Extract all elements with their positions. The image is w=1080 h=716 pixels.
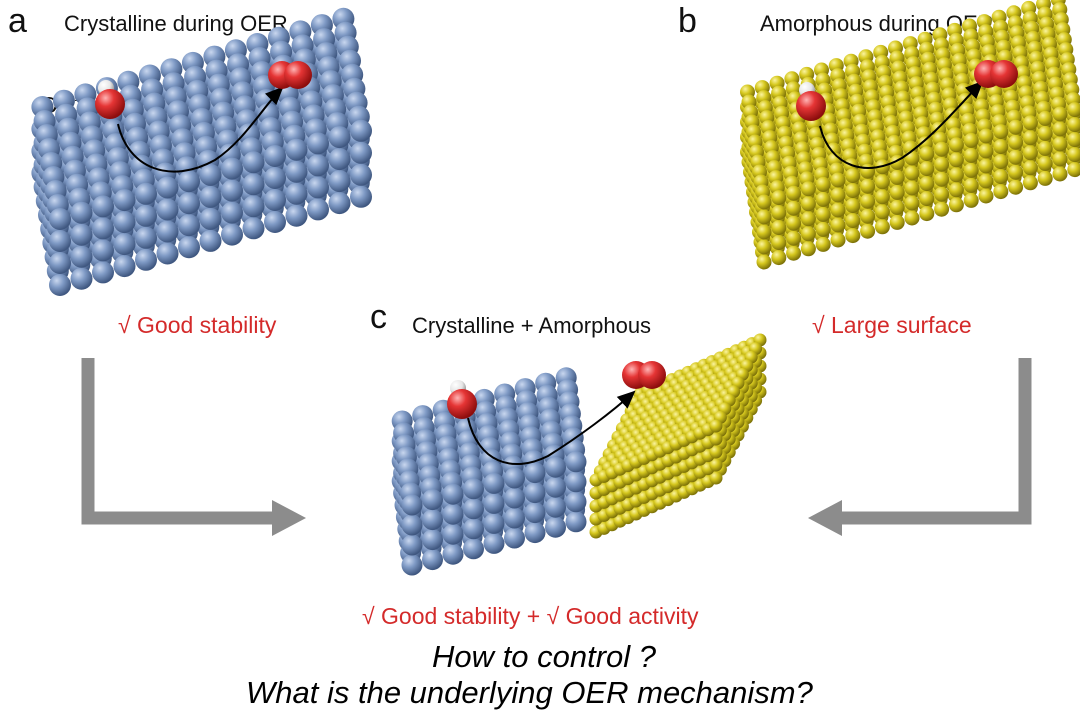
hydroxide-molecule-c [447, 380, 477, 419]
flow-arrow-left [81, 358, 306, 536]
panel-c-benefit: √ Good stability + √ Good activity [362, 603, 699, 629]
mixed-slab-c [391, 333, 767, 576]
panel-a-benefit: √ Good stability [118, 312, 277, 338]
hydroxide-molecule-b [796, 82, 826, 121]
hydroxide-molecule-a [95, 80, 125, 119]
dioxygen-molecule-a [268, 61, 312, 89]
reaction-arrow-a [117, 86, 284, 173]
dioxygen-molecule-c [622, 361, 666, 389]
panel-c-letter: c [370, 298, 387, 336]
amorphous-slab-b [740, 0, 1080, 270]
oxygen-atom [95, 89, 125, 119]
reaction-arrow-c [467, 390, 636, 465]
flow-arrow-right [808, 358, 1032, 536]
question-mechanism: What is the underlying OER mechanism? [246, 675, 813, 710]
question-control: How to control ? [432, 639, 656, 674]
oxygen-atom [990, 60, 1018, 88]
oxygen-atom [638, 361, 666, 389]
crystalline-slab-a [31, 7, 372, 296]
oxygen-atom [284, 61, 312, 89]
panel-b-letter: b [678, 2, 697, 40]
dioxygen-molecule-b [974, 60, 1018, 88]
panel-a-letter: a [8, 2, 27, 40]
oxygen-atom [796, 91, 826, 121]
panel-c-title: Crystalline + Amorphous [412, 313, 652, 338]
panel-a-title: Crystalline during OER [64, 11, 288, 36]
reaction-arrow-b [819, 80, 984, 169]
panel-b-benefit: √ Large surface [812, 312, 972, 338]
oxygen-atom [447, 389, 477, 419]
